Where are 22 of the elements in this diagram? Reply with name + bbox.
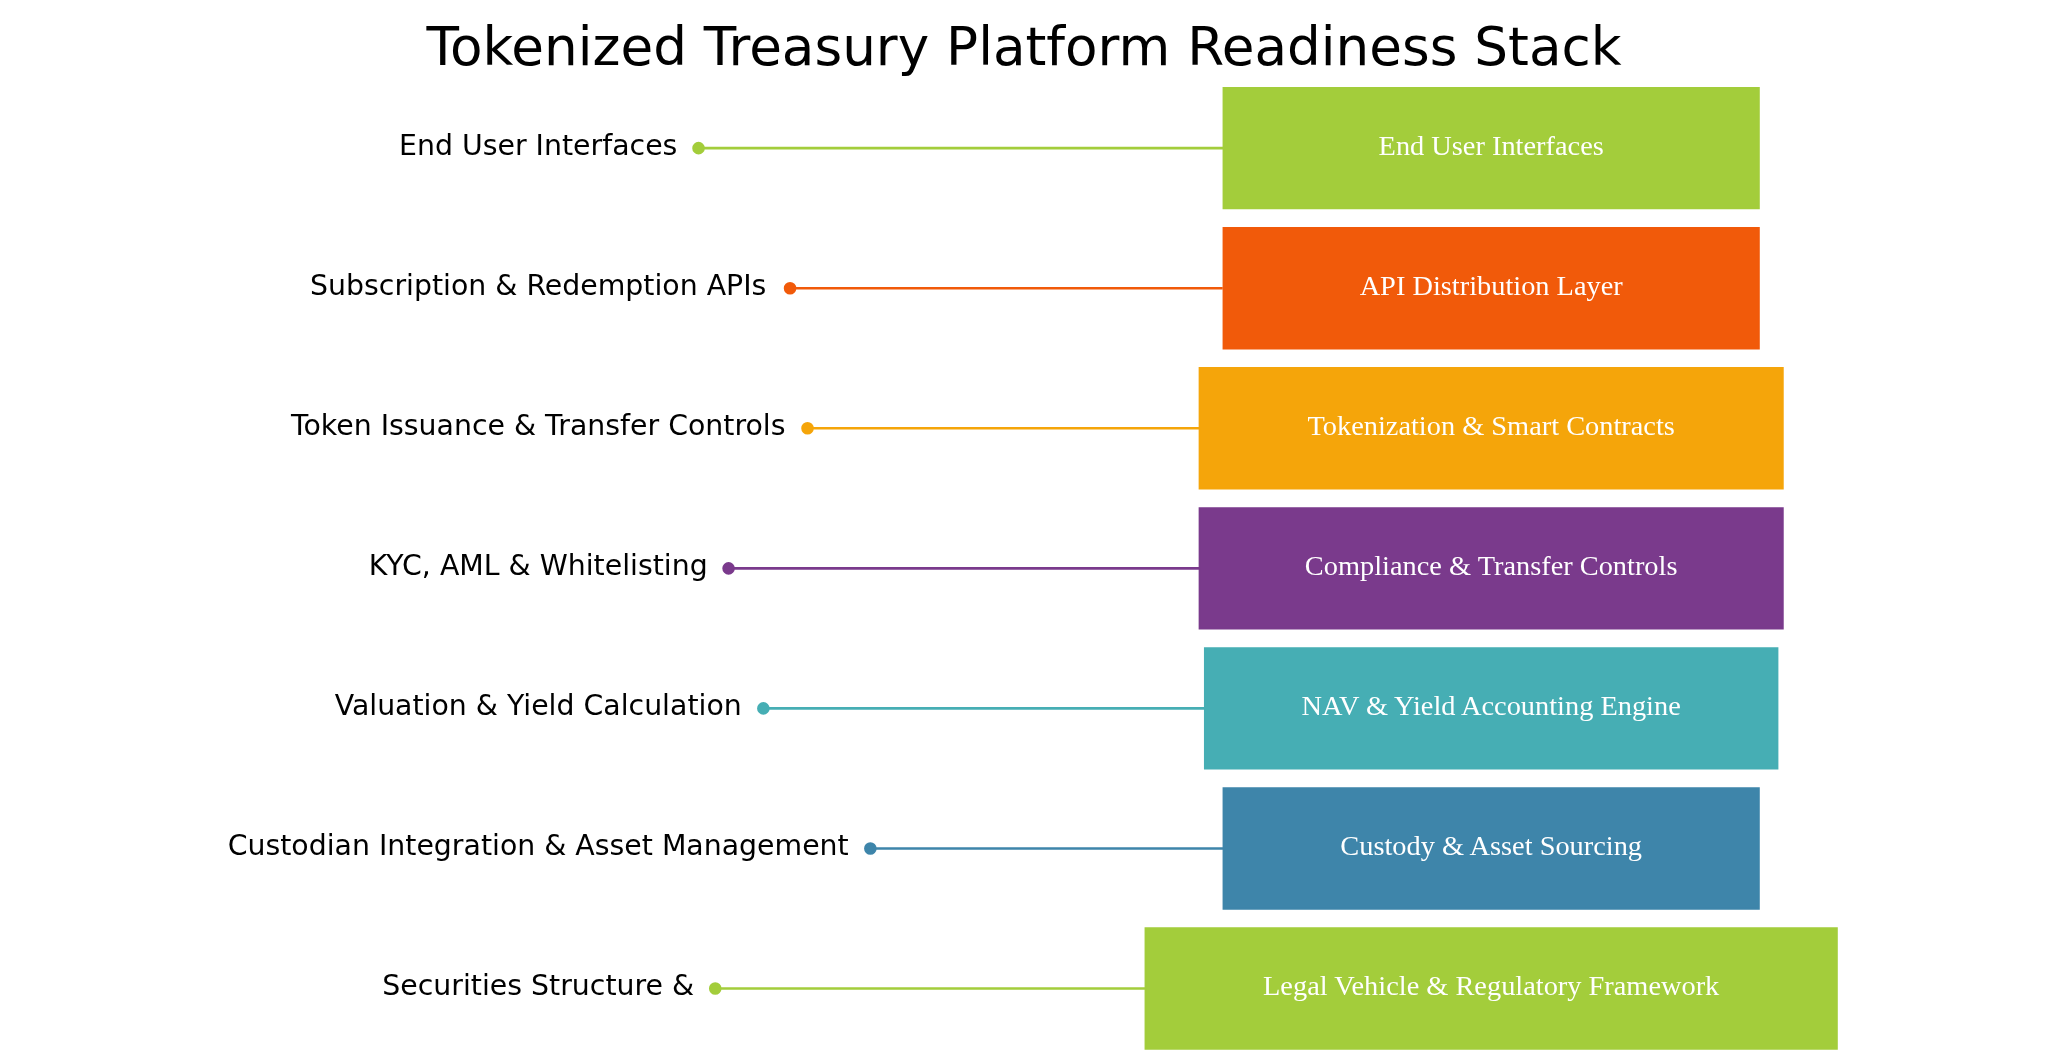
node-text: Valuation & Yield Calculation <box>334 689 742 723</box>
connector <box>757 702 1205 715</box>
node-box: API Distribution Layer <box>1222 227 1760 350</box>
node-box: Compliance & Transfer Controls <box>1198 507 1784 630</box>
node-box: Legal Vehicle & Regulatory Framework <box>1144 927 1838 1050</box>
node-text: KYC, AML & Whitelisting <box>368 549 708 583</box>
node-text: Custodian Integration & Asset Management <box>227 829 849 863</box>
node-box: NAV & Yield Accounting Engine <box>1203 647 1779 770</box>
node-box: Tokenization & Smart Contracts <box>1198 367 1784 490</box>
node-text: End User Interfaces <box>399 128 678 162</box>
connector <box>864 842 1224 855</box>
node-text: Securities Structure & <box>382 969 695 1003</box>
diagram-title: Tokenized Treasury Platform Readiness Stack <box>426 15 1622 78</box>
node-text: Token Issuance & Transfer Controls <box>290 409 786 443</box>
connector <box>783 281 1223 295</box>
connector <box>801 422 1200 435</box>
node-text: Subscription & Redemption APIs <box>310 268 767 302</box>
node-box: End User Interfaces <box>1222 87 1760 210</box>
connector <box>722 562 1200 575</box>
connector <box>708 982 1146 995</box>
node-box: Custody & Asset Sourcing <box>1222 787 1760 910</box>
connector <box>692 141 1224 155</box>
